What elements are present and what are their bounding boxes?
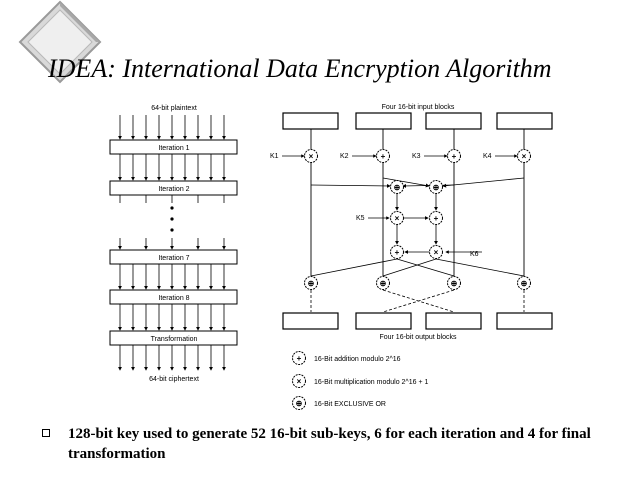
input-blocks-label: Four 16-bit input blocks	[382, 104, 455, 111]
key-label-k6: K6	[470, 251, 479, 258]
op-add-k2	[376, 149, 390, 163]
iteration-7-in-arrows	[118, 238, 226, 250]
legend-xor-text: 16-Bit EXCLUSIVE OR	[314, 401, 386, 408]
iteration-8-label: Iteration 8	[158, 295, 189, 302]
input-block-1	[282, 112, 339, 130]
iteration-2-arrows	[119, 195, 225, 203]
op-add-mid-sym: +	[434, 214, 439, 223]
output-block-1	[282, 312, 339, 330]
op-add-lower-sym: +	[395, 248, 400, 257]
mid-lines	[395, 194, 438, 254]
legend-mul-icon-sym: ×	[297, 377, 302, 386]
iteration-8-box	[109, 289, 238, 305]
ellipsis-dot	[170, 217, 174, 221]
key-input-arrows	[282, 154, 518, 254]
input-lines	[310, 129, 525, 149]
legend-mul-icon	[292, 374, 306, 388]
main-vertical-lines	[310, 163, 525, 276]
transformation-label: Transformation	[151, 336, 198, 343]
xor-tap-lines	[310, 177, 525, 188]
op-xor-a	[390, 180, 404, 194]
key-label-k4: K4	[483, 153, 492, 160]
op-out-xor-3	[447, 276, 461, 290]
key-label-k5: K5	[356, 215, 365, 222]
legend-xor-icon-sym: ⊕	[296, 399, 303, 408]
ciphertext-label: 64-bit ciphertext	[149, 376, 199, 383]
op-out-xor-4-sym: ⊕	[521, 279, 528, 288]
swap-lines	[310, 289, 525, 313]
input-block-3	[425, 112, 482, 130]
op-mul-k4	[517, 149, 531, 163]
legend-xor-icon	[292, 396, 306, 410]
op-out-xor-2-sym: ⊕	[380, 279, 387, 288]
op-out-xor-3-sym: ⊕	[451, 279, 458, 288]
transformation-box	[109, 330, 238, 346]
diamond-logo-icon	[18, 0, 102, 84]
key-label-k2: K2	[340, 153, 349, 160]
iteration-7-box	[109, 249, 238, 265]
iteration-2-box	[109, 180, 238, 196]
iteration-1-box	[109, 139, 238, 155]
bullet-text: 128-bit key used to generate 52 16-bit s…	[68, 426, 591, 462]
iteration-7-8-arrows	[118, 264, 226, 290]
iteration-8-transform-arrows	[118, 304, 226, 331]
input-block-2	[355, 112, 412, 130]
output-block-2	[355, 312, 412, 330]
legend-add-icon	[292, 351, 306, 365]
iteration-1-label: Iteration 1	[158, 145, 189, 152]
output-block-4	[496, 312, 553, 330]
op-out-xor-1-sym: ⊕	[308, 279, 315, 288]
op-out-xor-2	[376, 276, 390, 290]
idea-diagram: 64-bit plaintext Iteration 1	[109, 104, 553, 410]
op-out-xor-1	[304, 276, 318, 290]
op-mul-k1	[304, 149, 318, 163]
legend-add-text: 16-Bit addition modulo 2^16	[314, 356, 401, 363]
ciphertext-arrows	[118, 345, 226, 371]
iteration-2-label: Iteration 2	[158, 186, 189, 193]
square-bullet-icon	[42, 429, 50, 437]
crossing-lines	[310, 258, 525, 277]
op-xor-b-sym: ⊕	[433, 183, 440, 192]
op-mul-k6	[429, 245, 443, 259]
output-block-3	[425, 312, 482, 330]
op-add-k3-sym: +	[452, 152, 457, 161]
op-out-xor-4	[517, 276, 531, 290]
key-label-k1: K1	[270, 153, 279, 160]
plaintext-arrows	[118, 115, 226, 140]
plaintext-label: 64-bit plaintext	[151, 105, 197, 112]
output-blocks-label: Four 16-bit output blocks	[379, 334, 457, 341]
op-xor-a-sym: ⊕	[394, 183, 401, 192]
op-add-k2-sym: +	[381, 152, 386, 161]
op-add-k3	[447, 149, 461, 163]
op-mul-k4-sym: ×	[522, 152, 527, 161]
slide-title: IDEA: International Data Encryption Algo…	[48, 54, 552, 83]
ellipsis-dot	[170, 206, 174, 210]
input-block-4	[496, 112, 553, 130]
op-mul-k5-sym: ×	[395, 214, 400, 223]
op-mul-k6-sym: ×	[434, 248, 439, 257]
key-label-k3: K3	[412, 153, 421, 160]
op-add-lower	[390, 245, 404, 259]
legend-mul-text: 16-Bit multiplication modulo 2^16 + 1	[314, 379, 428, 386]
legend-add-icon-sym: +	[297, 354, 302, 363]
op-xor-b	[429, 180, 443, 194]
ellipsis-dot	[170, 228, 174, 232]
op-mul-k1-sym: ×	[309, 152, 314, 161]
iteration-1-2-arrows	[118, 154, 226, 181]
iteration-7-label: Iteration 7	[158, 255, 189, 262]
op-add-mid	[429, 211, 443, 225]
op-mul-k5	[390, 211, 404, 225]
